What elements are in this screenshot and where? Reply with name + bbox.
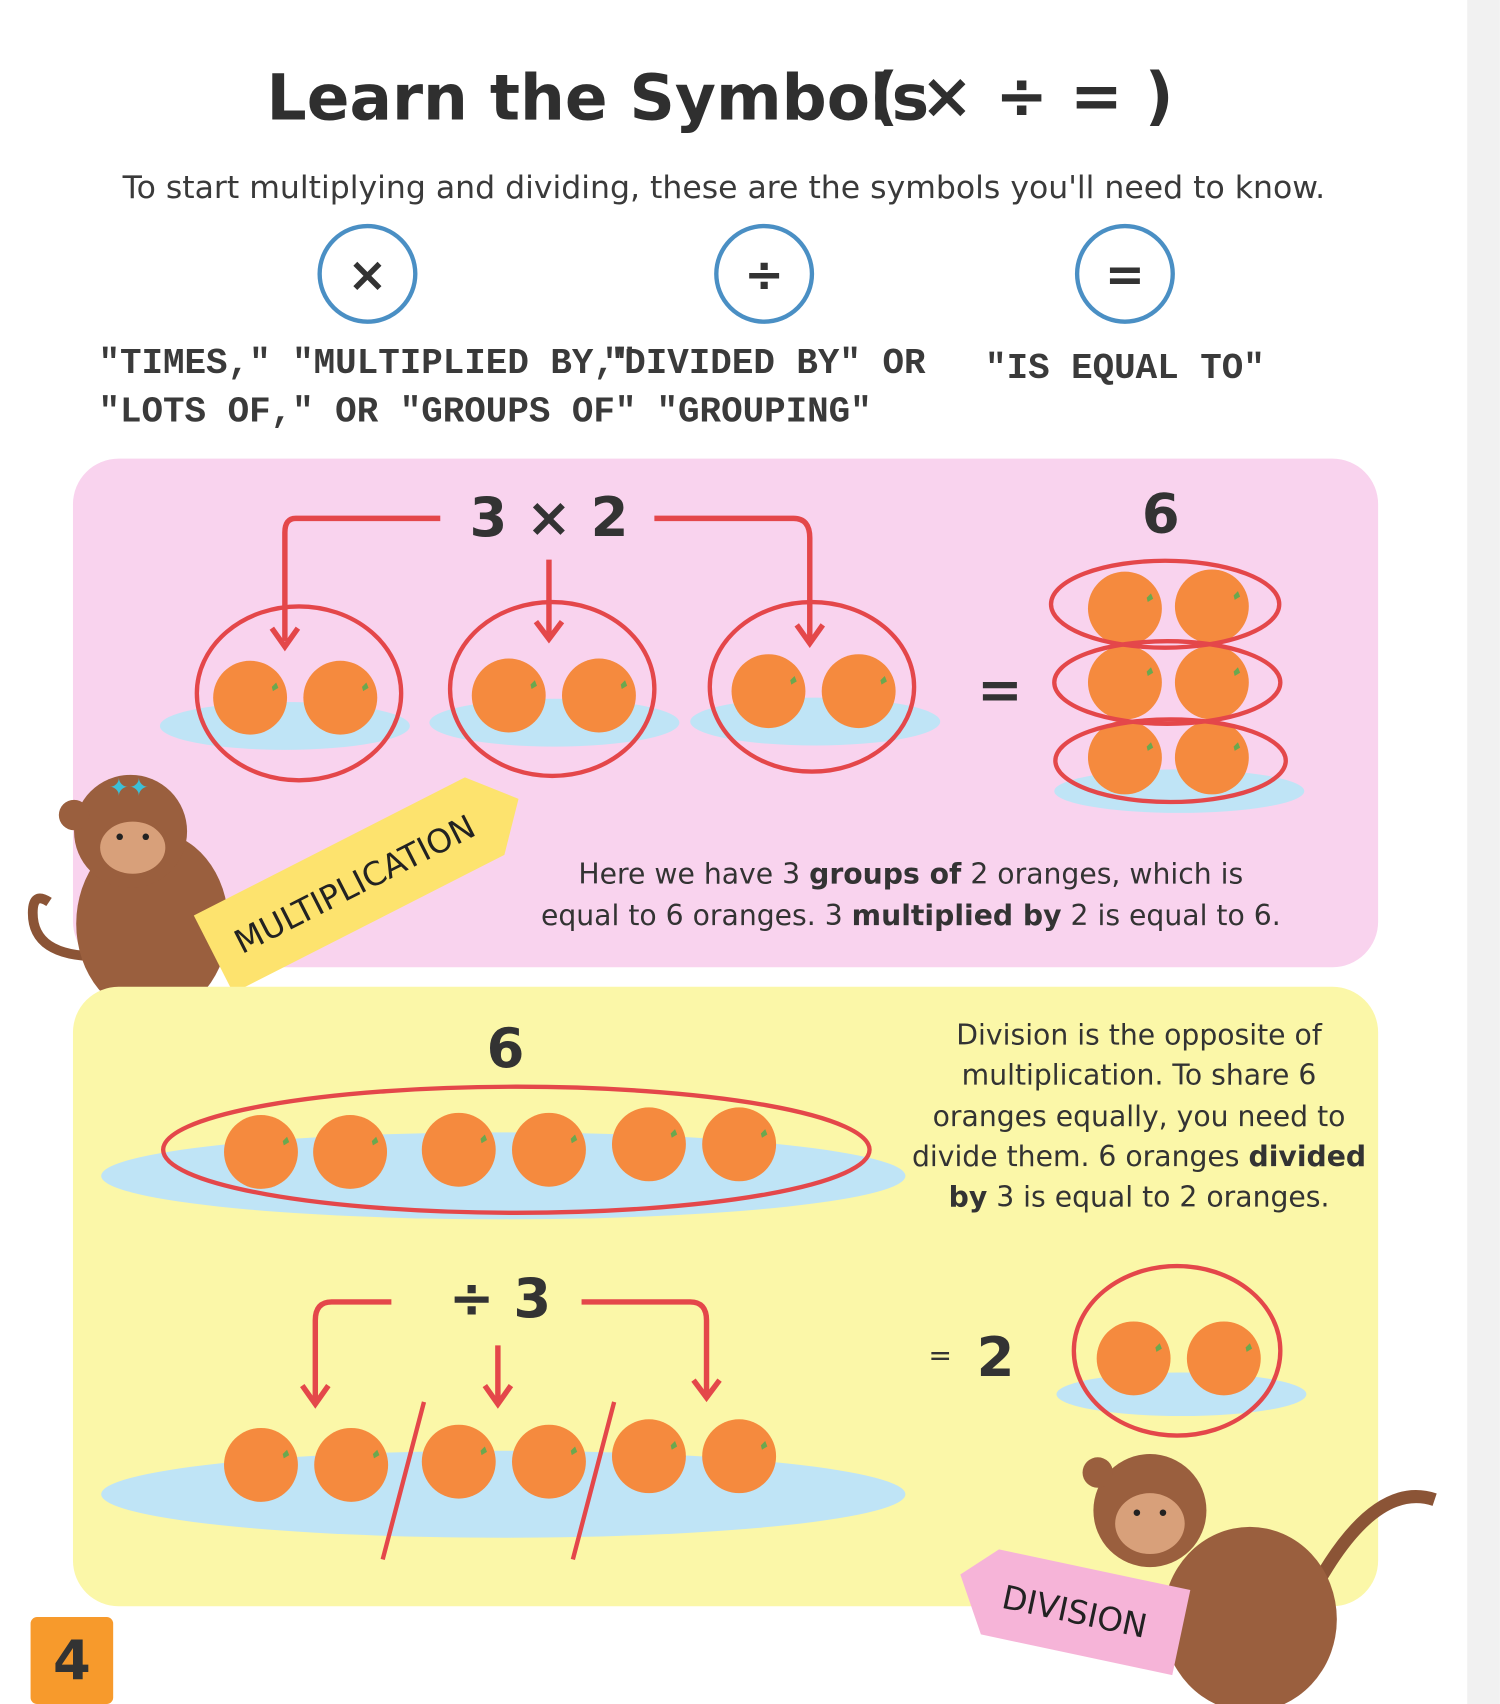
svg-text:divide them. 6 oranges divided: divide them. 6 oranges divided [912,1140,1366,1173]
equals-icon [1074,223,1175,324]
symbol-label-line: "IS EQUAL TO" [985,348,1265,389]
multiplication-description: Here we have 3 groups of 2 oranges, whic… [578,858,1243,891]
division-expression: ÷ 3 [449,1267,551,1330]
arrows [269,515,826,652]
svg-text:oranges equally, you need to: oranges equally, you need to [933,1100,1346,1133]
svg-text:✦✦: ✦✦ [109,773,149,801]
orange-group [159,604,410,783]
division-result: 2 [977,1326,1015,1389]
orange-row-whole [101,1084,906,1220]
equals-sign: = [928,1339,952,1372]
monkey-illustration [1082,1454,1437,1704]
svg-text:4: 4 [53,1629,91,1692]
subtitle: To start multiplying and dividing, these… [122,170,1325,206]
orange-result-stack [1048,558,1305,813]
svg-text:by 3 is equal to 2 oranges.: by 3 is equal to 2 oranges. [949,1180,1330,1213]
svg-text:÷: ÷ [744,248,784,303]
symbol-label-line: "LOTS OF," OR "GROUPS OF" [98,392,636,433]
svg-text:Division is the opposite of: Division is the opposite of [956,1018,1323,1051]
division-label-tag: DIVISION [960,1549,1191,1676]
divide-icon [714,223,815,324]
orange-group [429,599,680,779]
symbol-divide: ÷ "DIVIDED BY" OR "GROUPING" [603,223,926,433]
symbol-times: × "TIMES," "MULTIPLIED BY," "LOTS OF," O… [98,223,636,433]
arrows [300,1299,722,1409]
symbol-label-line: "GROUPING" [657,392,872,433]
division-total: 6 [487,1017,525,1080]
symbol-label-line: "DIVIDED BY" OR [603,343,926,384]
svg-text:=: = [1105,248,1145,303]
times-icon [317,223,418,324]
title-symbols: ( × ÷ = ) [870,58,1174,132]
multiplication-result: 6 [1142,483,1180,546]
monkey-illustration: ✦✦ [27,773,229,1017]
orange-group [1056,1263,1307,1438]
page-number-box: 4 [30,1617,114,1704]
equals-sign: = [977,659,1023,722]
symbol-label-line: "TIMES," "MULTIPLIED BY," [98,343,636,384]
multiplication-expression: 3 × 2 [469,486,628,549]
symbol-equals: = "IS EQUAL TO" [985,223,1265,389]
division-description: Division is the opposite of multiplicati… [912,1018,1366,1213]
division-panel: 6 ÷ 3 = 2 Division [72,986,1379,1607]
orange-group [690,599,941,774]
svg-text:×: × [347,248,387,303]
svg-text:multiplication. To share 6: multiplication. To share 6 [962,1059,1317,1092]
page-title: Learn the Symbols [267,61,930,135]
orange-row-split [101,1401,906,1561]
multiplication-description: equal to 6 oranges. 3 multiplied by 2 is… [541,899,1281,932]
